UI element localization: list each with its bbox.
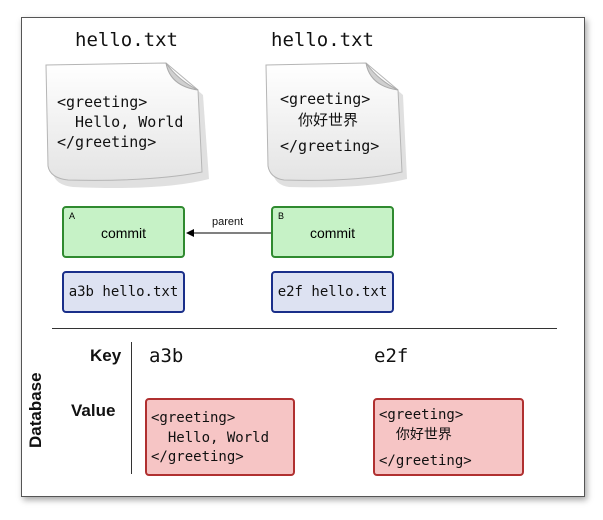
file-name-b: hello.txt: [271, 29, 374, 51]
file-b-line-1: <greeting>: [280, 90, 371, 108]
commit-node-a[interactable]: A commit: [62, 206, 185, 258]
value-header: Value: [71, 401, 116, 420]
file-a-line-3: </greeting>: [57, 133, 157, 151]
commit-id: B: [278, 211, 285, 221]
file-a-line-1: <greeting>: [57, 93, 148, 111]
tree-node-b[interactable]: e2f hello.txt: [271, 271, 394, 313]
file-a-line-2: Hello, World: [57, 113, 184, 131]
page-curl-icon: [45, 62, 209, 188]
db-value-e2f[interactable]: <greeting> 你好世界 </greeting>: [373, 398, 524, 476]
blob-b-line-1: <greeting>: [379, 407, 464, 423]
commit-id: A: [69, 211, 76, 221]
blob-a-line-3: </greeting>: [151, 449, 244, 465]
commit-node-b[interactable]: B commit: [271, 206, 394, 258]
tree-node-a[interactable]: a3b hello.txt: [62, 271, 185, 313]
db-value-a3b[interactable]: <greeting> Hello, World </greeting>: [145, 398, 295, 476]
db-key-a3b: a3b: [149, 345, 184, 367]
table-divider: [131, 342, 132, 474]
blob-a-line-1: <greeting>: [151, 410, 236, 426]
commit-label: commit: [100, 225, 147, 241]
db-key-e2f: e2f: [374, 345, 409, 367]
key-header: Key: [90, 346, 122, 365]
document-icon-b: [262, 60, 412, 188]
blob-a-line-2: Hello, World: [151, 430, 270, 446]
edge-label-parent: parent: [212, 216, 244, 228]
parent-arrow: [186, 229, 271, 237]
file-name-a: hello.txt: [75, 29, 178, 51]
page-curl-icon: [265, 62, 407, 188]
document-icon-a: [40, 60, 210, 188]
file-b-line-3: </greeting>: [280, 137, 380, 155]
section-divider: [52, 328, 557, 329]
blob-b-line-2: 你好世界: [379, 427, 452, 443]
database-label: Database: [26, 372, 45, 448]
blob-b-line-3: </greeting>: [379, 453, 472, 469]
file-b-line-2: 你好世界: [280, 111, 359, 129]
commit-label: commit: [309, 225, 356, 241]
